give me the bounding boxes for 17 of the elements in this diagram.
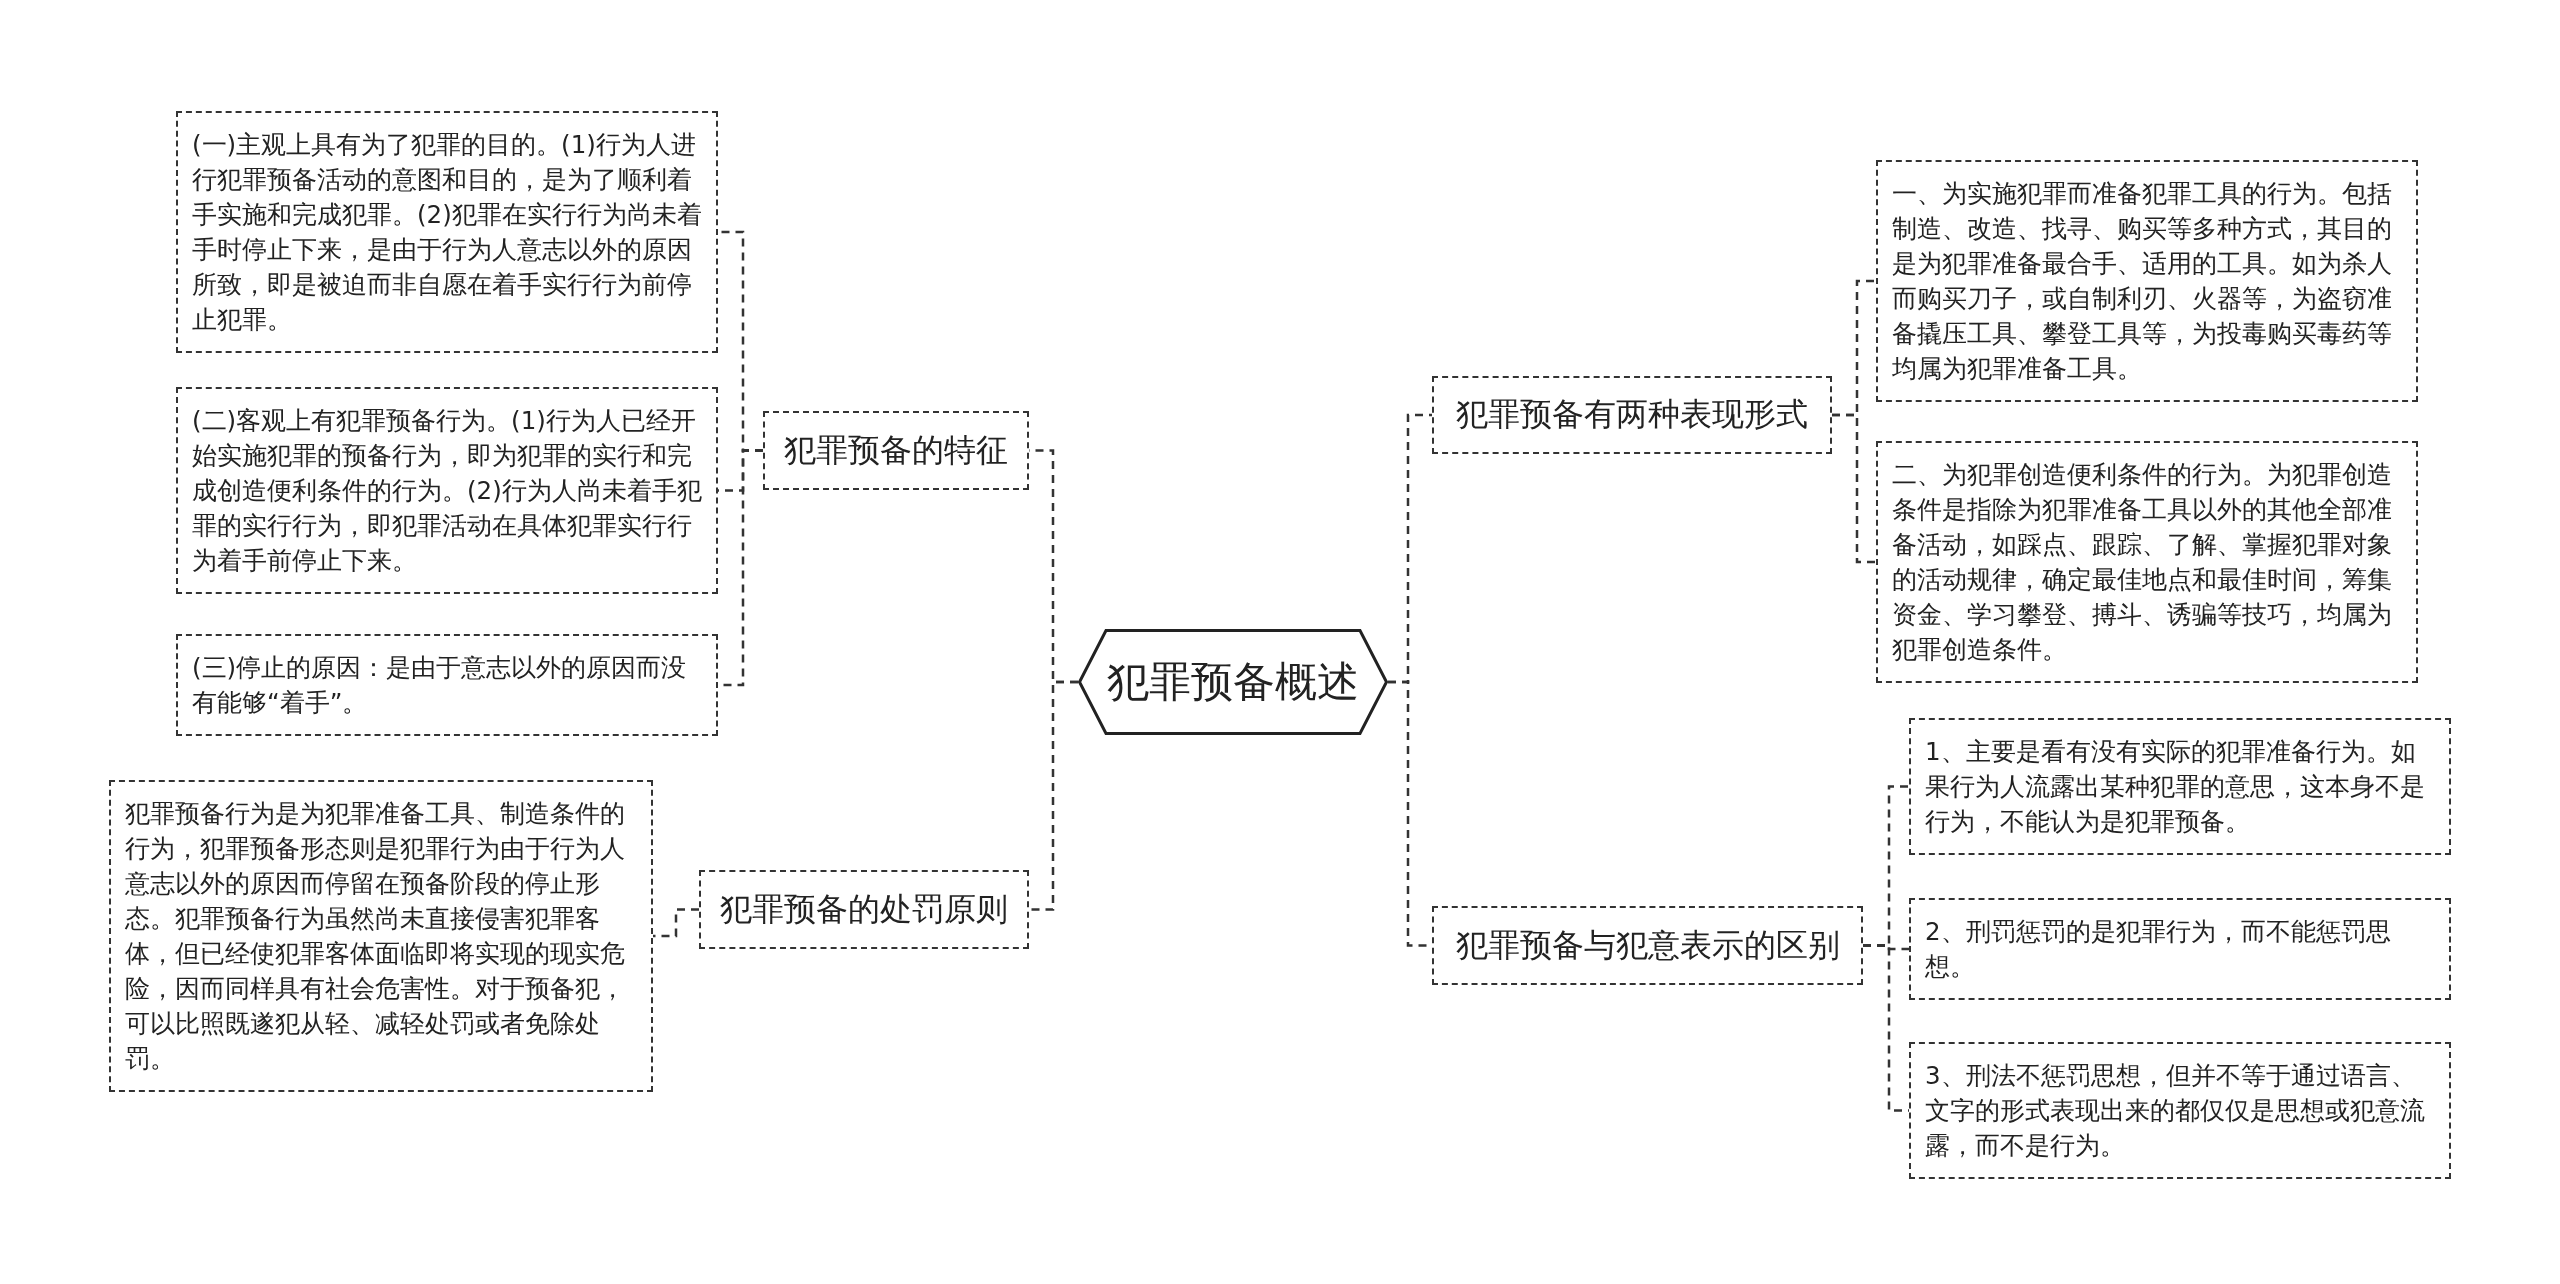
branch-box: 犯罪预备与犯意表示的区别: [1432, 906, 1863, 985]
topic-title: 犯罪预备概述: [1107, 656, 1359, 708]
note-box: 二、为犯罪创造便利条件的行为。为犯罪创造条件是指除为犯罪准备工具以外的其他全部准备活动，如踩点、跟踪、了解、掌握犯罪对象的活动规律，确定最佳地点和最佳时间，筹集资金、学习攀登、搏斗、诱骗等技巧，均属为犯罪创造条件。: [1876, 441, 2418, 683]
branch-box: 犯罪预备的处罚原则: [699, 870, 1029, 949]
connector-line: [1029, 680, 1078, 911]
note-box: (二)客观上有犯罪预备行为。(1)行为人已经开始实施犯罪的预备行为，即为犯罪的实行和完成创造便利条件的行为。(2)行为人尚未着手犯罪的实行行为，即犯罪活动在具体犯罪实行行为着手前停止下来。: [176, 387, 718, 594]
note-box: 犯罪预备行为是为犯罪准备工具、制造条件的行为，犯罪预备形态则是犯罪行为由于行为人意志以外的原因而停留在预备阶段的停止形态。犯罪预备行为虽然尚未直接侵害犯罪客体，但已经使犯罪客体面临即将实现的现实危险，因而同样具有社会危害性。对于预备犯，可以比照既遂犯从轻、减轻处罚或者免除处罚。: [109, 780, 653, 1092]
connector-line: [1832, 413, 1876, 564]
note-box: 2、刑罚惩罚的是犯罪行为，而不能惩罚思想。: [1909, 898, 2451, 1000]
branch-box: 犯罪预备的特征: [763, 411, 1029, 490]
note-box: 1、主要是看有没有实际的犯罪准备行为。如果行为人流露出某种犯罪的意思，这本身不是行为，不能认为是犯罪预备。: [1909, 718, 2451, 855]
connector-line: [653, 908, 699, 938]
branch-box: 犯罪预备有两种表现形式: [1432, 376, 1832, 454]
note-box: (一)主观上具有为了犯罪的目的。(1)行为人进行犯罪预备活动的意图和目的，是为了顺利着手实施和完成犯罪。(2)犯罪在实行行为尚未着手时停止下来，是由于行为人意志以外的原因所致，即是被迫而非自愿在着手实行行为前停止犯罪。: [176, 111, 718, 353]
note-box: (三)停止的原因：是由于意志以外的原因而没有能够“着手”。: [176, 634, 718, 736]
note-box: 一、为实施犯罪而准备犯罪工具的行为。包括制造、改造、找寻、购买等多种方式，其目的是为犯罪准备最合手、适用的工具。如为杀人而购买刀子，或自制利刃、火器等，为盗窃准备撬压工具、攀登工具等，为投毒购买毒药等均属为犯罪准备工具。: [1876, 160, 2418, 402]
note-box: 3、刑法不惩罚思想，但并不等于通过语言、文字的形式表现出来的都仅仅是思想或犯意流露，而不是行为。: [1909, 1042, 2451, 1179]
